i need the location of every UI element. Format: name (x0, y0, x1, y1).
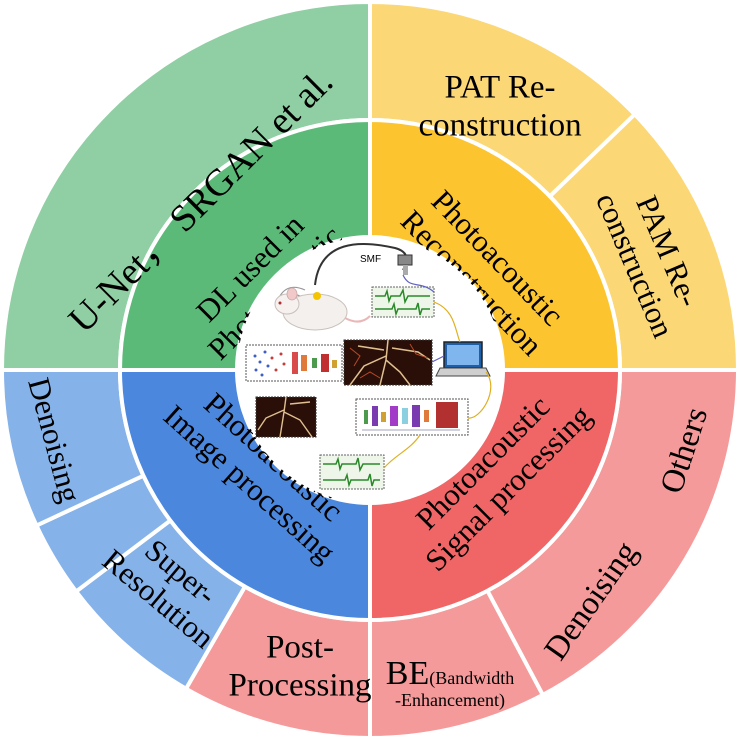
pat-label: PAT Re-construction (418, 70, 581, 144)
cable-5 (402, 274, 435, 293)
cable-4 (431, 355, 445, 363)
fiber-label: SMF (360, 254, 381, 265)
laptop-icon (435, 341, 491, 377)
be-label: BE(Bandwidth-Enhancement) (386, 655, 514, 711)
cable-3 (383, 434, 421, 469)
cable-2 (467, 371, 492, 419)
laser-spot (313, 292, 321, 300)
vessel-image-icon-2 (255, 396, 317, 438)
waveform-panel-bottom (319, 454, 385, 490)
center-illustration: SMF (245, 243, 492, 490)
vessel-image-icon (343, 339, 433, 386)
fiber-connector-icon (397, 254, 413, 275)
waveform-panel-top (371, 286, 435, 318)
mouse-icon (274, 286, 371, 331)
post-label: Post-Processing (229, 630, 372, 704)
network-icon-2 (355, 398, 469, 436)
network-icon (245, 344, 343, 382)
cable-1 (433, 301, 461, 343)
